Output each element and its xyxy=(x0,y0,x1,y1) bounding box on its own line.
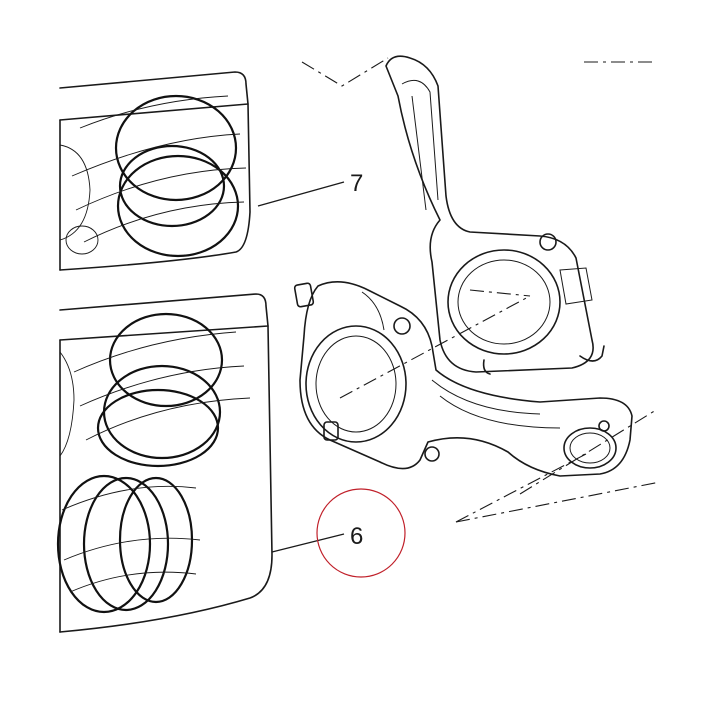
center-lines xyxy=(301,57,661,523)
leader-line-7 xyxy=(257,181,345,207)
callout-label-7: 7 xyxy=(350,170,363,197)
front-connecting-rod xyxy=(293,281,633,477)
upper-piston-ring-set xyxy=(59,71,251,271)
leader-line-6 xyxy=(271,533,345,553)
highlight-circle xyxy=(316,488,406,578)
callout-label-6: 6 xyxy=(350,523,363,550)
rear-connecting-rod xyxy=(385,55,605,375)
lower-piston-ring-set xyxy=(56,293,273,633)
